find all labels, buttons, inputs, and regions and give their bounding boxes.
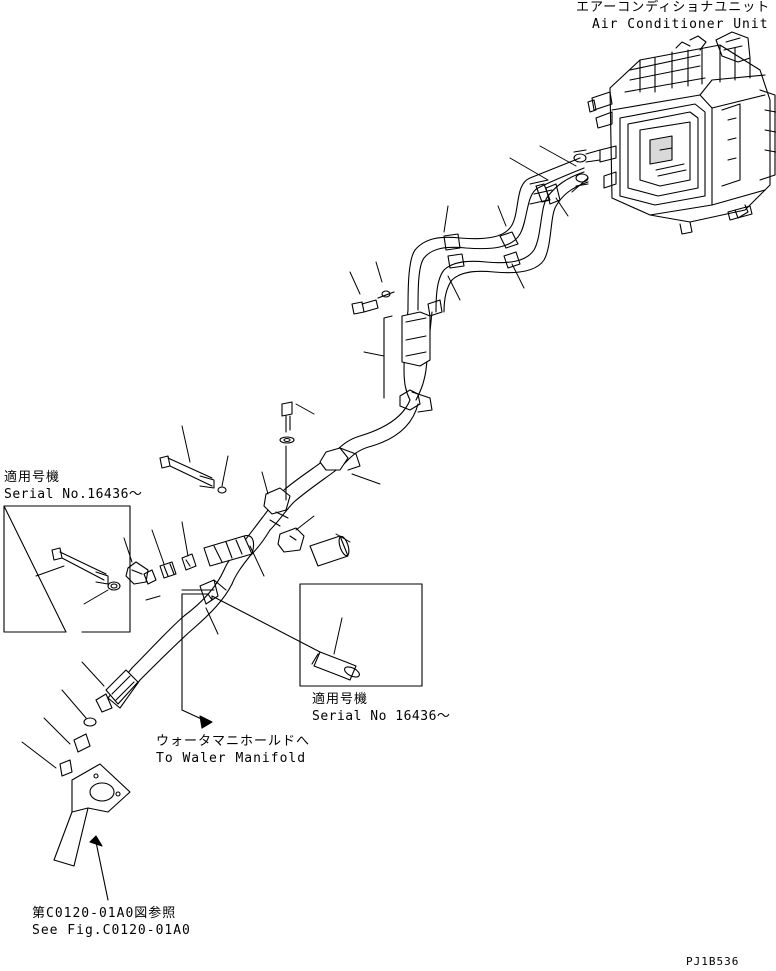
upper-hoses [408,150,588,316]
serial-left-label-jp: 適用号機 [4,470,61,485]
fittings-row [126,536,254,584]
serial-right-label-jp: 適用号機 [312,692,369,707]
serial-box-right [300,584,422,686]
air-conditioner-unit [586,32,776,234]
manifold-flange [54,764,130,900]
hose-clamp-bracket [278,528,304,552]
see-fig-label-jp: 第C0120-01A0図参照 [32,906,177,921]
manifold-label-en: To Waler Manifold [156,751,307,766]
drawing-code: PJ1B536 [686,955,740,968]
manifold-arrow [182,594,212,728]
spacer [310,535,351,566]
vertical-bolt [280,402,294,500]
serial-left-label-en: Serial No.16436～ [4,487,143,502]
leader-lines [22,146,588,768]
see-fig-label-en: See Fig.C0120-01A0 [32,923,191,938]
ac-unit-label-en: Air Conditioner Unit [592,17,769,32]
lower-hose [60,570,232,776]
manifold-label-jp: ウォータマニホールドへ [156,734,311,749]
middle-hoses [224,400,418,584]
upper-bolt [352,291,394,314]
leader-line-box [212,596,320,652]
serial-box-left [4,506,130,632]
vertical-hose-section [400,310,432,412]
ac-unit-label-jp: エアーコンディショナユニット [576,0,771,15]
long-bolt [160,456,226,493]
bracket-outline [384,316,392,398]
serial-right-label-en: Serial No 16436～ [312,709,451,724]
